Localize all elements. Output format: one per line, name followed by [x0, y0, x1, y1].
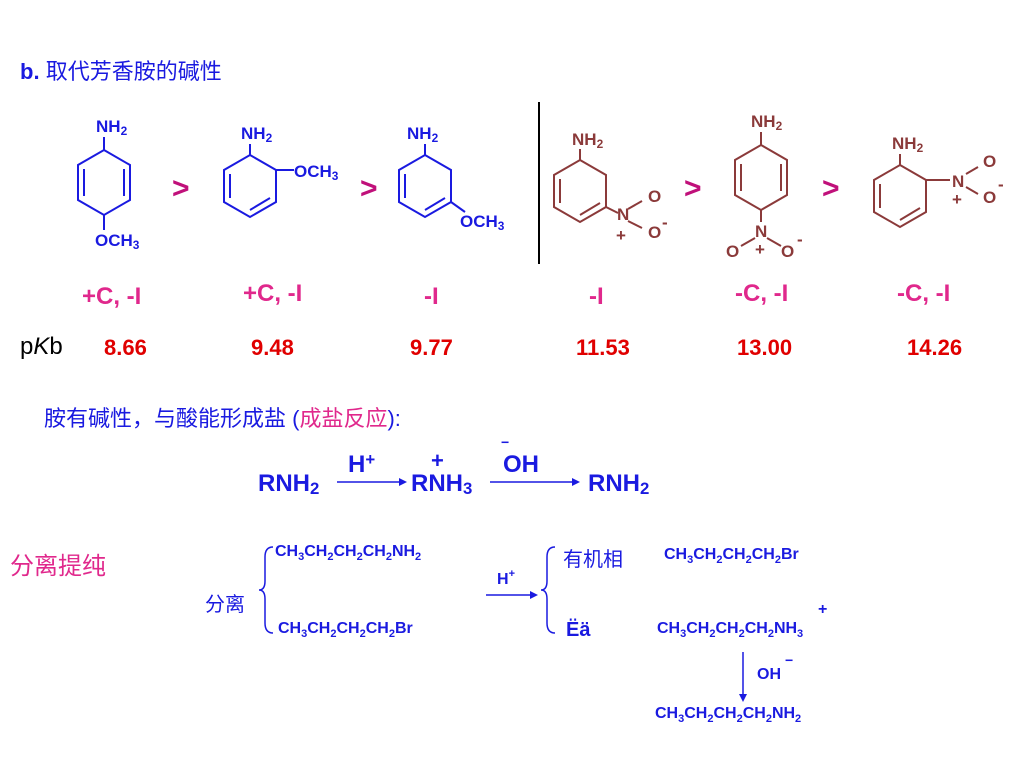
- nitro-plus: +: [755, 240, 765, 259]
- separation-arrow: [486, 591, 538, 599]
- nh2-label: NH2: [241, 124, 273, 145]
- ammonium-salt-plus: +: [818, 601, 828, 618]
- nitro-o-left: O: [726, 242, 740, 261]
- organic-product: CH3CH2CH2CH2Br: [664, 546, 799, 566]
- nitro-o-right: O: [781, 242, 795, 261]
- base-reagent-minus: −: [785, 652, 794, 668]
- mixture-label: 分离: [205, 594, 245, 616]
- bromide-formula: CH3CH2CH2CH2Br: [278, 620, 413, 640]
- nitro-minus: -: [998, 175, 1004, 194]
- nitro-o-top: O: [983, 152, 997, 171]
- greater-than-3: >: [684, 172, 702, 205]
- nh2-label: NH2: [892, 134, 924, 155]
- acid-label: H+: [348, 450, 376, 478]
- pkb-label: pKb: [20, 333, 63, 360]
- nh2-label: NH2: [751, 112, 783, 133]
- pkb-value-6: 14.26: [907, 335, 963, 360]
- nitro-n: N: [952, 172, 965, 191]
- nitro-o-top: O: [648, 187, 662, 206]
- benzene-ring: [77, 137, 131, 230]
- separation-title: 分离提纯: [10, 553, 106, 580]
- molecule-p-anisidine: NH2 OCH3: [70, 115, 190, 255]
- salt-formation-text: 胺有碱性，与酸能形成盐 (成盐反应):: [44, 406, 401, 431]
- nitro-minus: -: [797, 230, 803, 249]
- molecule-p-nitroaniline: NH2 N O O + -: [725, 110, 845, 265]
- product-rnh2: RNH2: [588, 470, 650, 498]
- basification-arrow: [739, 652, 747, 702]
- nitro-o-bottom: O: [648, 223, 662, 242]
- vertical-divider: [538, 102, 540, 264]
- och3-label: OCH3: [460, 212, 505, 233]
- amine-formula: CH3CH2CH2CH2NH2: [275, 543, 422, 563]
- och3-label: OCH3: [294, 162, 339, 183]
- reverse-arrow: [490, 478, 580, 486]
- nitro-n: N: [617, 205, 630, 224]
- effect-3: -I: [424, 283, 439, 310]
- reactant-rnh2: RNH2: [258, 470, 320, 498]
- pkb-value-3: 9.77: [410, 335, 453, 360]
- page-heading: b. 取代芳香胺的碱性: [20, 54, 222, 86]
- molecule-m-anisidine: NH2 OCH3: [385, 120, 505, 240]
- acid-reagent: H+: [497, 568, 515, 588]
- nitro-plus: +: [952, 190, 962, 209]
- product-rnh3: RNH3: [411, 470, 473, 498]
- effect-1: +C, -I: [82, 283, 142, 310]
- effect-4: -I: [589, 283, 604, 310]
- aqueous-phase-label: Ëä: [566, 619, 591, 641]
- molecule-o-anisidine: NH2 OCH3: [220, 120, 340, 240]
- nh2-label: NH2: [407, 124, 439, 145]
- ammonium-plus: +: [431, 448, 444, 473]
- reaction-equation: RNH2 H+ RNH3 + OH − RNH2: [0, 434, 1024, 510]
- nh2-label: NH2: [572, 130, 604, 151]
- pkb-value-5: 13.00: [737, 335, 793, 360]
- och3-label: OCH3: [95, 231, 140, 252]
- pkb-value-2: 9.48: [251, 335, 294, 360]
- molecule-o-nitroaniline: NH2 N O O - +: [870, 130, 1004, 240]
- base-label: OH: [503, 451, 539, 478]
- heading-prefix: b.: [20, 59, 40, 84]
- nitro-n: N: [755, 222, 768, 241]
- pkb-value-1: 8.66: [104, 335, 147, 360]
- base-reagent: OH: [757, 666, 781, 683]
- greater-than-1: >: [172, 172, 190, 205]
- mixture-bracket: [258, 546, 274, 634]
- organic-phase-label: 有机相: [563, 549, 623, 571]
- forward-arrow: [337, 478, 407, 486]
- effect-5: -C, -I: [735, 280, 789, 307]
- effect-6: -C, -I: [897, 280, 951, 307]
- pkb-value-4: 11.53: [576, 335, 630, 360]
- final-amine: CH3CH2CH2CH2NH2: [655, 705, 802, 725]
- nh2-label: NH2: [96, 117, 128, 138]
- greater-than-2: >: [360, 172, 378, 205]
- ammonium-salt: CH3CH2CH2CH2NH3: [657, 620, 804, 640]
- effect-2: +C, -I: [243, 280, 303, 307]
- nitro-minus: -: [662, 213, 668, 232]
- nitro-o-bottom: O: [983, 188, 997, 207]
- phase-bracket: [540, 546, 556, 634]
- hydroxide-minus: −: [501, 434, 510, 450]
- molecule-m-nitroaniline: NH2 N O O - +: [550, 125, 670, 255]
- greater-than-4: >: [822, 172, 840, 205]
- nitro-plus: +: [616, 226, 626, 245]
- heading-text: 取代芳香胺的碱性: [45, 59, 222, 84]
